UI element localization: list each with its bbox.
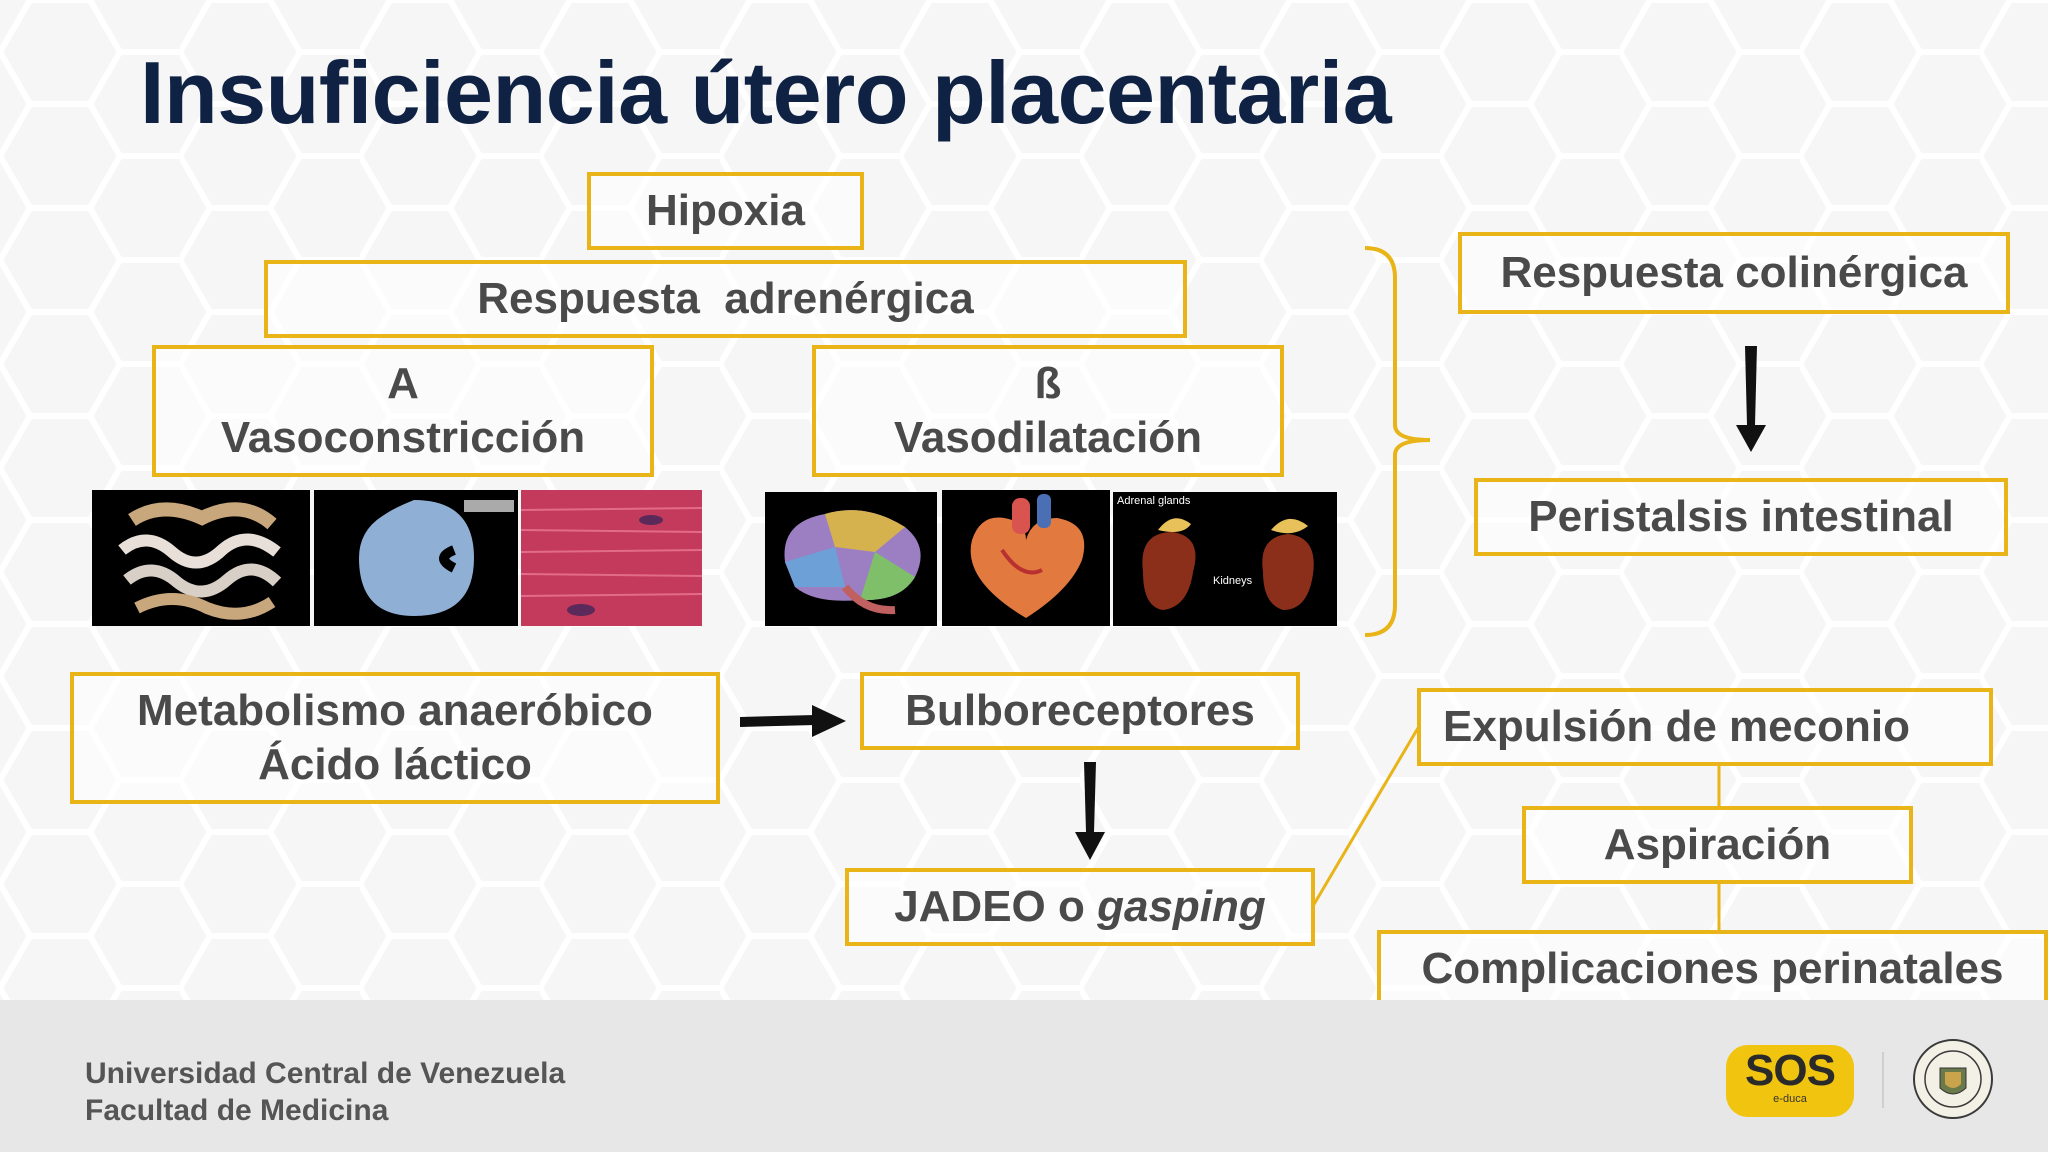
beta-symbol: ß — [1034, 359, 1062, 409]
bulboreceptores-label: Bulboreceptores — [905, 686, 1255, 736]
adrenal-glands-label: Adrenal glands — [1117, 495, 1191, 507]
peristalsis-box: Peristalsis intestinal — [1474, 478, 2008, 556]
footer-divider — [1882, 1052, 1884, 1108]
metabolismo-box: Metabolismo anaeróbico Ácido láctico — [70, 672, 720, 804]
aspiracion-label: Aspiración — [1603, 820, 1832, 870]
complicaciones-box: Complicaciones perinatales — [1377, 930, 2048, 1008]
adrenal-kidneys-image: Adrenal glands Kidneys — [1113, 492, 1337, 626]
vasodilatacion-label: Vasodilatación — [893, 413, 1203, 462]
hipoxia-label: Hipoxia — [646, 186, 805, 236]
university-seal-icon — [1913, 1039, 1993, 1119]
respuesta-adrenergica-label: Respuesta adrenérgica — [477, 274, 974, 324]
metabolismo-label: Metabolismo anaeróbico — [137, 686, 653, 736]
footer-university: Universidad Central de Venezuela — [85, 1057, 566, 1090]
slide-title: Insuficiencia útero placentaria — [140, 43, 1392, 142]
jadeo-label: JADEO o — [894, 882, 1098, 932]
sos-logo-text: SOS — [1745, 1046, 1836, 1095]
gasping-label: gasping — [1097, 882, 1266, 932]
brain-image — [765, 492, 937, 626]
heart-image — [942, 490, 1110, 626]
sos-logo-subtext: e-duca — [1773, 1093, 1807, 1105]
acido-lactico-label: Ácido láctico — [258, 740, 532, 789]
aspiracion-box: Aspiración — [1522, 806, 1913, 884]
hipoxia-box: Hipoxia — [587, 172, 864, 250]
respuesta-adrenergica-box: Respuesta adrenérgica — [264, 260, 1187, 338]
alpha-vasoconstriccion-box: A Vasoconstricción — [152, 345, 654, 477]
muscle-tissue-image — [521, 490, 702, 626]
vasoconstriccion-label: Vasoconstricción — [220, 413, 586, 462]
footer-faculty: Facultad de Medicina — [85, 1094, 389, 1127]
bulboreceptores-box: Bulboreceptores — [860, 672, 1300, 750]
sos-educa-logo: SOS e-duca — [1726, 1045, 1854, 1117]
beta-vasodilatacion-box: ß Vasodilatación — [812, 345, 1284, 477]
kidney-image — [314, 490, 518, 626]
jadeo-box: JADEO o gasping — [845, 868, 1315, 946]
expulsion-meconio-label: Expulsión de meconio — [1443, 702, 1910, 752]
respuesta-colinergica-box: Respuesta colinérgica — [1458, 232, 2010, 314]
complicaciones-label: Complicaciones perinatales — [1421, 944, 2004, 994]
footer-band — [0, 1000, 2048, 1152]
peristalsis-label: Peristalsis intestinal — [1528, 492, 1954, 542]
alpha-symbol: A — [387, 359, 419, 409]
expulsion-meconio-box: Expulsión de meconio — [1417, 688, 1993, 766]
intestine-image — [92, 490, 310, 626]
respuesta-colinergica-label: Respuesta colinérgica — [1500, 248, 1968, 298]
kidneys-label: Kidneys — [1213, 575, 1253, 587]
